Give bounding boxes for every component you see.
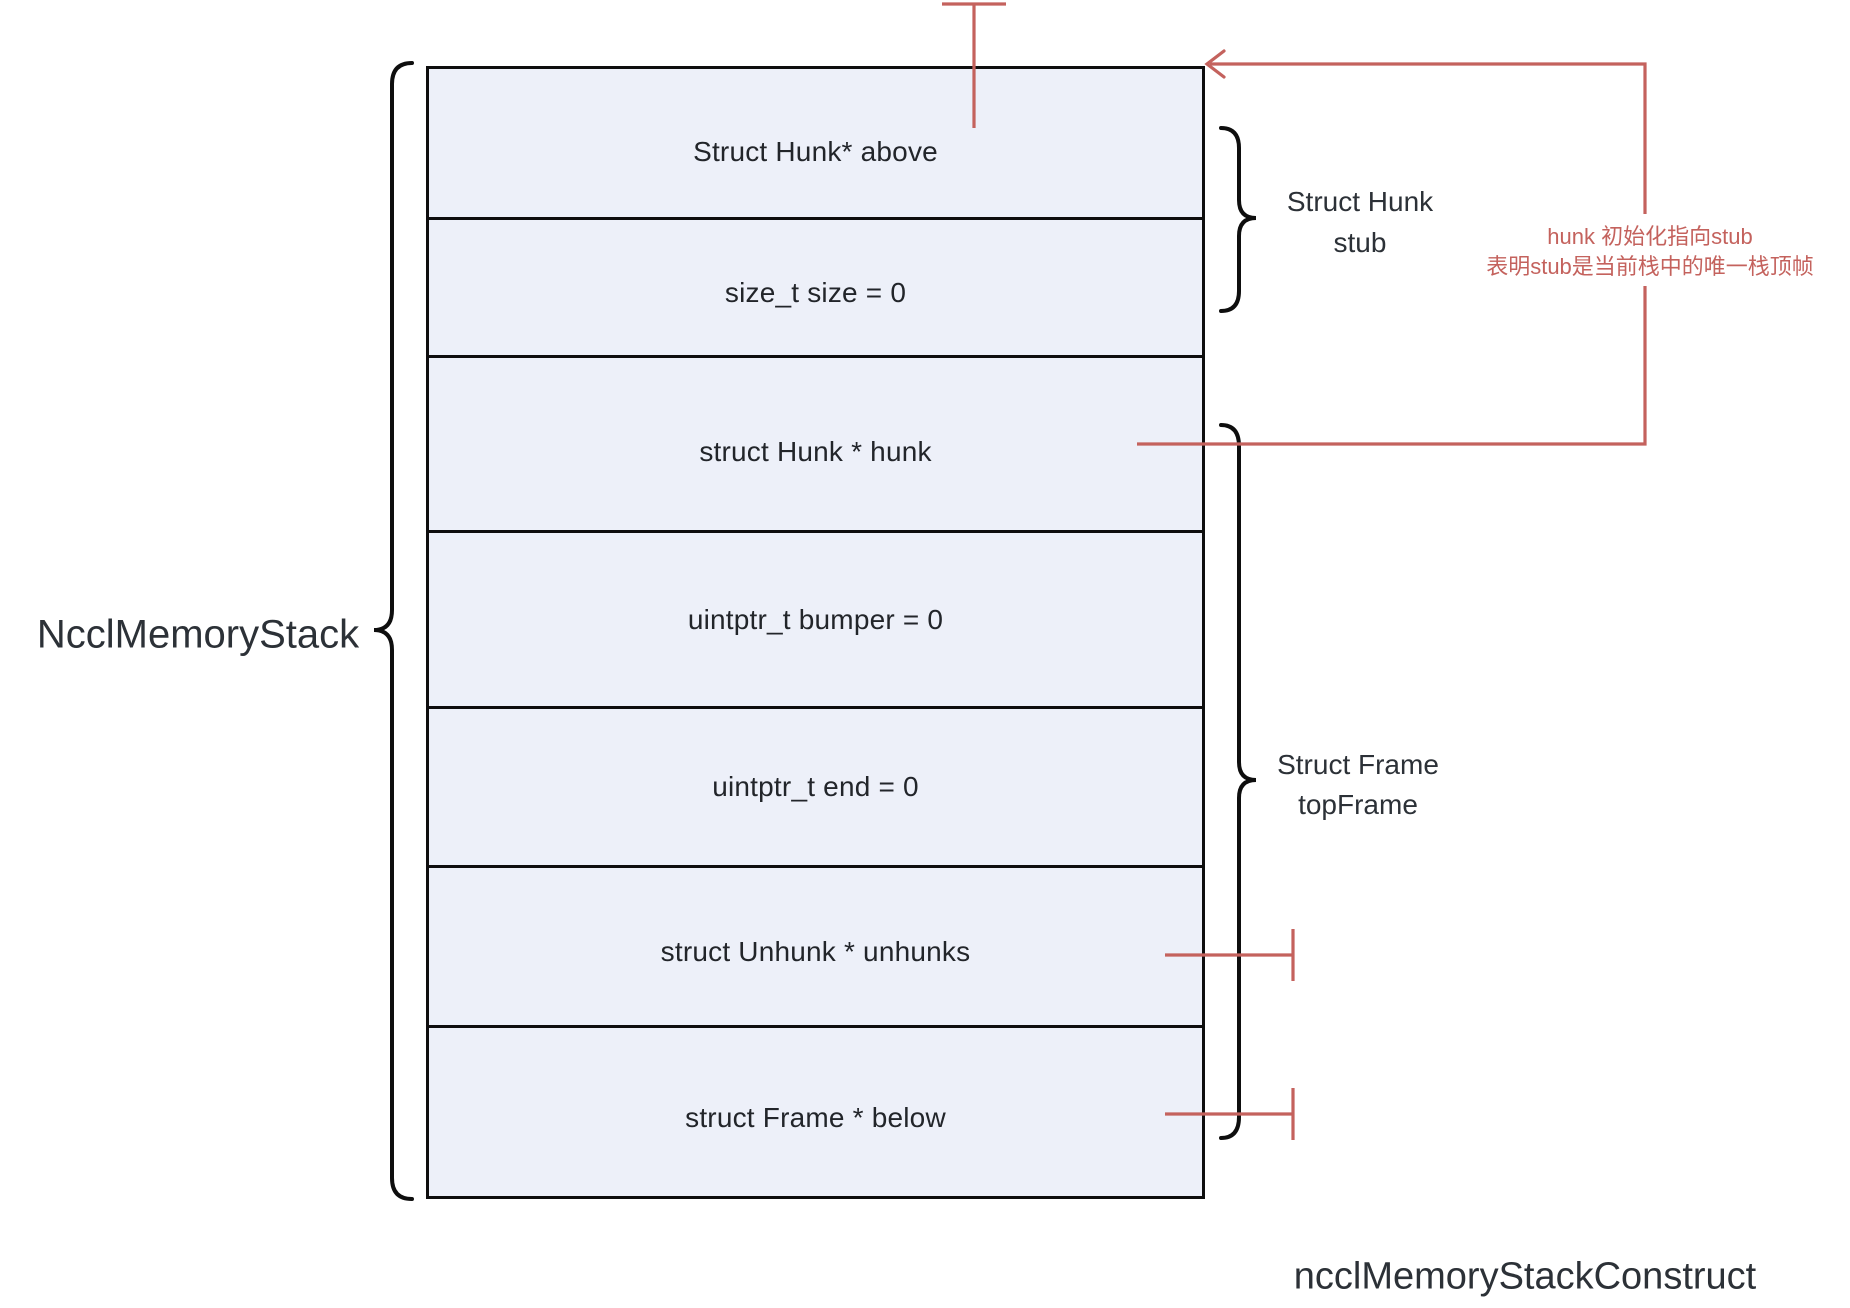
topframe-brace-label-line1: Struct Frame xyxy=(1277,749,1439,780)
stack-row-bumper: uintptr_t bumper = 0 xyxy=(429,530,1202,706)
annotation-text-line1: hunk 初始化指向stub xyxy=(1547,224,1753,249)
stack-row-unhunks: struct Unhunk * unhunks xyxy=(429,865,1202,1025)
stack-row-label: struct Hunk * hunk xyxy=(699,436,932,467)
stack-row-label: uintptr_t bumper = 0 xyxy=(687,603,944,635)
memory-stack-box: Struct Hunk* above size_t size = 0 struc… xyxy=(426,66,1205,1199)
annotation-text-line2: 表明stub是当前栈中的唯一栈顶帧 xyxy=(1486,254,1814,279)
stack-row-label: struct Unhunk * unhunks xyxy=(660,936,971,967)
topframe-brace xyxy=(1219,423,1257,1140)
struct-name-label: NcclMemoryStack xyxy=(36,612,360,657)
stack-row-below: struct Frame * below xyxy=(429,1025,1202,1196)
stack-row-above: Struct Hunk* above xyxy=(429,69,1202,217)
annotation-text: hunk 初始化指向stub 表明stub是当前栈中的唯一栈顶帧 xyxy=(1486,222,1814,282)
stub-brace-label: Struct Hunk stub xyxy=(1287,181,1433,263)
stack-row-label: struct Frame * below xyxy=(685,1102,946,1133)
left-brace xyxy=(373,61,414,1201)
arrowhead-left-icon xyxy=(1204,49,1226,79)
stub-brace-label-line1: Struct Hunk xyxy=(1286,186,1434,217)
stack-row-hunk: struct Hunk * hunk xyxy=(429,355,1202,530)
stub-brace xyxy=(1219,126,1257,313)
stack-row-label: uintptr_t end = 0 xyxy=(712,771,919,802)
stack-row-size: size_t size = 0 xyxy=(429,217,1202,355)
function-name-label: ncclMemoryStackConstruct xyxy=(1293,1255,1757,1298)
topframe-brace-label: Struct Frame topFrame xyxy=(1277,745,1439,825)
stack-row-label: size_t size = 0 xyxy=(724,277,907,308)
topframe-brace-label-line2: topFrame xyxy=(1298,789,1418,820)
stack-row-end: uintptr_t end = 0 xyxy=(429,706,1202,865)
stack-row-label: Struct Hunk* above xyxy=(693,136,938,167)
stub-brace-label-line2: stub xyxy=(1333,227,1387,258)
